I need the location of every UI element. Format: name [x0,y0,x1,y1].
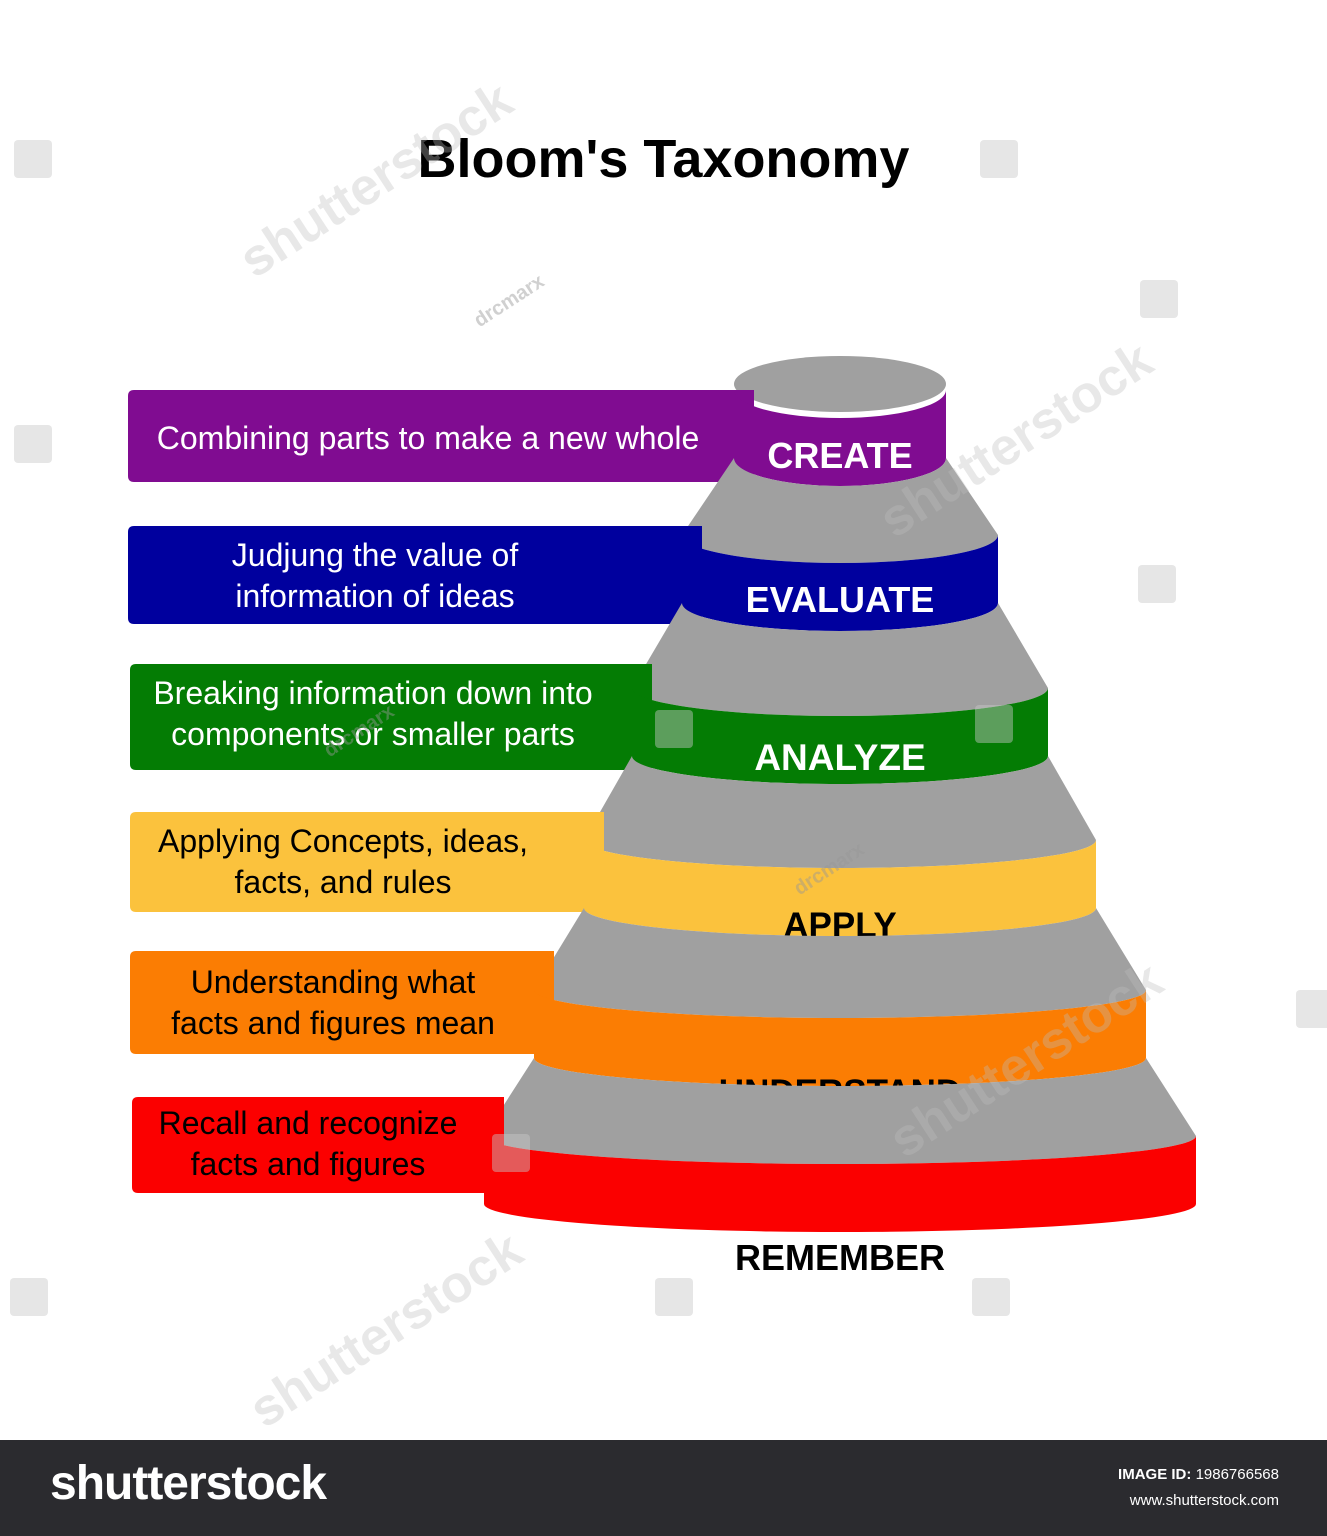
watermark-logo-icon [655,1278,693,1316]
watermark-logo-icon [14,425,52,463]
level-band [584,840,1096,936]
cone-top-cap [734,356,946,412]
watermark-logo-icon [1138,565,1176,603]
footer-brand-logo: shutterstock [50,1457,327,1510]
image-id: IMAGE ID: 1986766568 [1118,1466,1279,1483]
watermark-logo-icon [975,705,1013,743]
level-band [484,1136,1196,1232]
level-label-evaluate: EVALUATE [746,579,935,620]
watermark-logo-icon [1296,990,1327,1028]
level-tab [128,526,702,624]
page-title: Bloom's Taxonomy [417,129,910,189]
cone-shoulder [632,603,1048,716]
watermark-logo-icon [492,1134,530,1172]
apply-description-line: facts, and rules [234,864,452,900]
level-tab [130,951,554,1054]
understand-description-line: facts and figures mean [171,1005,495,1041]
level-band [632,688,1048,784]
watermark-logo-icon [972,1278,1010,1316]
level-band [682,535,998,631]
cone-shoulder [534,908,1146,1018]
create-description: Combining parts to make a new whole [128,418,728,459]
cone-shoulder [484,1058,1196,1164]
level-tab [130,812,604,912]
remember-description: Recall and recognize facts and figures [128,1103,488,1185]
level-band [734,390,946,486]
watermark-logo-icon [655,710,693,748]
watermark-logo-icon [980,140,1018,178]
understand-description: Understanding what facts and figures mea… [128,962,538,1044]
level-label-remember: REMEMBER [735,1237,945,1278]
evaluate-description-line: information of ideas [235,578,515,614]
remember-description-line: facts and figures [190,1146,426,1182]
footer-site-url: www.shutterstock.com [1129,1492,1279,1509]
analyze-description-line: Breaking information down into [153,675,593,711]
analyze-description: Breaking information down into component… [128,673,618,755]
level-label-create: CREATE [767,435,912,476]
evaluate-description-line: Judjung the value of [231,537,519,573]
level-label-analyze: ANALYZE [754,737,925,778]
taxonomy-pyramid: CREATEEVALUATEANALYZEAPPLYUNDERSTANDREME… [128,356,1196,1278]
create-description-line: Combining parts to make a new whole [156,420,700,456]
analyze-description-line: components or smaller parts [171,716,575,752]
level-tab [132,1097,504,1193]
apply-description-line: Applying Concepts, ideas, [158,823,528,859]
watermark-logo-icon [1140,280,1178,318]
apply-description: Applying Concepts, ideas, facts, and rul… [128,821,558,903]
watermark-logo-icon [10,1278,48,1316]
level-tab [128,390,754,482]
evaluate-description: Judjung the value of information of idea… [150,535,600,617]
watermark-logo-icon [14,140,52,178]
image-id-value: 1986766568 [1195,1466,1279,1483]
cone-shoulder [682,458,998,563]
level-band [534,990,1146,1086]
cone-shoulder [584,756,1096,868]
remember-description-line: Recall and recognize [158,1105,458,1141]
level-tab [130,664,652,770]
stock-footer: shutterstock IMAGE ID: 1986766568 www.sh… [0,1440,1327,1536]
image-id-label: IMAGE ID: [1118,1466,1192,1483]
understand-description-line: Understanding what [190,964,476,1000]
